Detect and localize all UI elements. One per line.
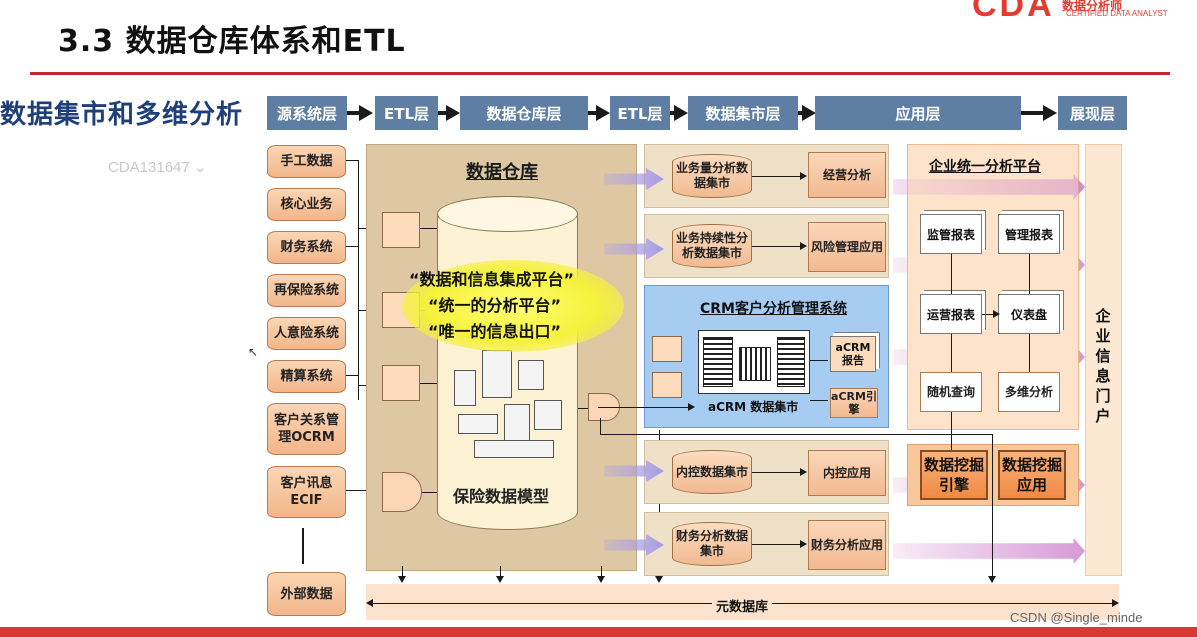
ad-hoc-query: 随机查询 (920, 372, 982, 412)
layer-etl-2: ETL层 (610, 96, 670, 130)
etl-gate-icon (382, 472, 422, 512)
mart-business-continuity: 业务持续性分析数据集市 (672, 224, 752, 268)
logo-letters: CDA (972, 0, 1055, 24)
source-credit: CSDN @Single_minde (1010, 610, 1143, 625)
metadata-label: 元数据库 (712, 596, 773, 615)
logo-cn: 数据分析师 (1062, 0, 1123, 13)
management-report: 管理报表 (998, 214, 1060, 254)
application-platform-title: 企业统一分析平台 (929, 159, 1041, 175)
app-flow-arrow (893, 538, 1085, 564)
enterprise-portal-label: 企业信息门户 (1095, 307, 1111, 425)
etl-flow-arrow (604, 168, 664, 190)
dashboard: 仪表盘 (998, 294, 1060, 334)
regulatory-report: 监管报表 (920, 214, 982, 254)
crm-mart-label: aCRM 数据集市 (708, 400, 799, 414)
layer-arrow (1043, 105, 1057, 121)
layer-arrow (802, 105, 816, 121)
enterprise-portal-panel (1085, 144, 1122, 576)
slogan-unified: “统一的分析平台” (428, 296, 562, 315)
crm-etl-doc-icon (652, 372, 682, 398)
crm-engine: aCRM引擎 (830, 388, 878, 418)
mart-finance-analysis: 财务分析数据集市 (672, 522, 752, 566)
watermark: CDA131647 ⌄ (108, 159, 207, 176)
cda-logo: CDA 数据分析师 CERTIFIED DATA ANALYST (968, 0, 1197, 24)
layer-warehouse: 数据仓库层 (460, 96, 588, 130)
source-ocrm: 客户关系管理OCRM (267, 403, 346, 455)
etl-doc-icon (382, 365, 420, 401)
source-finance: 财务系统 (267, 231, 346, 264)
layer-source: 源系统层 (267, 96, 347, 130)
source-external: 外部数据 (267, 572, 346, 616)
logo-en: CERTIFIED DATA ANALYST (1066, 9, 1168, 18)
app-finance-analysis: 财务分析应用 (808, 520, 886, 570)
slogan-single-exit: “唯一的信息出口” (428, 322, 562, 341)
operation-report: 运营报表 (920, 294, 982, 334)
crm-report: aCRM报告 (830, 336, 876, 372)
layer-arrow (596, 105, 610, 121)
title-divider (30, 72, 1170, 75)
layer-arrow (674, 105, 688, 121)
crm-etl-doc-icon (652, 336, 682, 362)
etl-flow-arrow (604, 534, 664, 556)
source-actuarial: 精算系统 (267, 360, 346, 393)
section-subtitle: 数据集市和多维分析 (0, 100, 244, 130)
etl-flow-arrow (604, 460, 664, 482)
multidimensional-analysis: 多维分析 (998, 372, 1060, 412)
app-operation-analysis: 经营分析 (808, 152, 886, 198)
crm-title: CRM客户分析管理系统 (700, 301, 847, 317)
data-mining-engine: 数据挖掘引擎 (920, 450, 988, 500)
layer-arrow (359, 105, 373, 121)
source-core-business: 核心业务 (267, 188, 346, 221)
source-ecif: 客户讯息ECIF (267, 466, 346, 518)
app-risk-management: 风险管理应用 (808, 222, 886, 272)
slogan-highlight (402, 260, 624, 352)
data-mining-application: 数据挖掘应用 (998, 450, 1066, 500)
layer-presentation: 展现层 (1058, 96, 1127, 130)
layer-etl-1: ETL层 (375, 96, 438, 130)
mart-internal-control: 内控数据集市 (672, 450, 752, 494)
layer-arrow (446, 105, 460, 121)
source-reinsurance: 再保险系统 (267, 274, 346, 307)
source-bus (358, 160, 359, 400)
etl-flow-arrow (604, 238, 664, 260)
slide-footer-bar (0, 627, 1197, 637)
layer-application: 应用层 (815, 96, 1021, 130)
insurance-data-model: 保险数据模型 (453, 487, 550, 506)
page-title: 3.3 数据仓库体系和ETL (58, 24, 406, 59)
crm-schema-diagram (698, 330, 810, 394)
warehouse-cylinder-top (437, 196, 578, 232)
mouse-cursor-icon: ↖ (248, 345, 259, 359)
slogan-integration: “数据和信息集成平台” (409, 270, 575, 289)
mart-business-volume: 业务量分析数据集市 (672, 154, 752, 198)
layer-mart: 数据集市层 (688, 96, 798, 130)
app-internal-control: 内控应用 (808, 450, 886, 496)
source-manual-data: 手工数据 (267, 145, 346, 178)
source-connector (302, 528, 304, 564)
data-model-schema (454, 340, 564, 465)
etl-doc-icon (382, 212, 420, 248)
data-warehouse-title: 数据仓库 (466, 162, 538, 183)
source-accident-insurance: 人意险系统 (267, 317, 346, 350)
